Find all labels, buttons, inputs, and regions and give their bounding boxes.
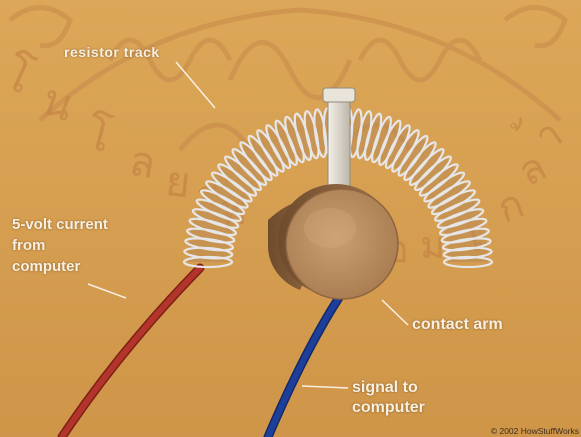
label-resistor-track: resistor track: [64, 42, 160, 62]
contact-arm-tip: [323, 88, 355, 102]
svg-text:ม: ม: [420, 223, 445, 267]
label-five-volt-current: 5-volt current from computer: [12, 214, 108, 277]
label-signal-to-computer: signal to computer: [352, 378, 425, 418]
copyright-notice: © 2002 HowStuffWorks: [491, 426, 579, 436]
label-contact-arm: contact arm: [412, 315, 503, 335]
svg-text:ย: ย: [163, 156, 193, 207]
